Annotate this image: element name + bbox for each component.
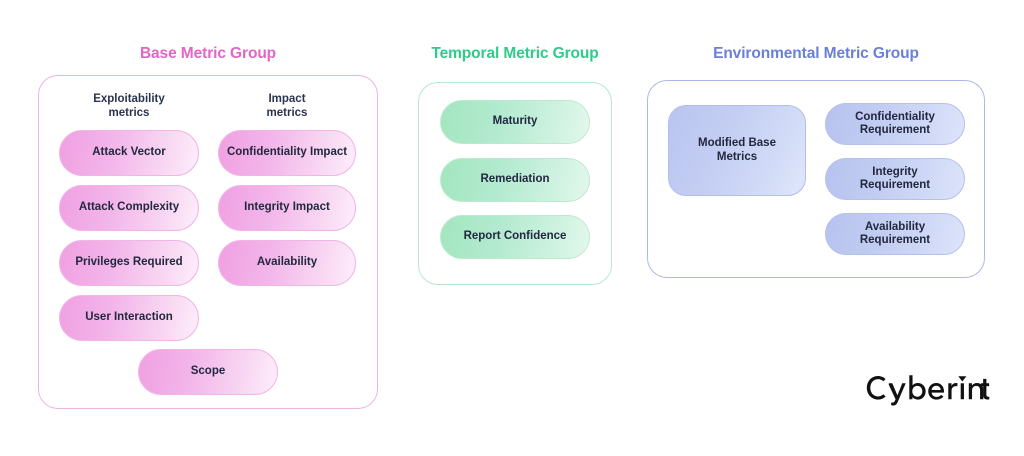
metric-privileges-required[interactable]: Privileges Required xyxy=(59,240,199,286)
metric-confidentiality-requirement[interactable]: Confidentiality Requirement xyxy=(825,103,965,145)
metric-availability-requirement[interactable]: Availability Requirement xyxy=(825,213,965,255)
cyberint-logo xyxy=(860,368,990,408)
metric-integrity-impact[interactable]: Integrity Impact xyxy=(218,185,356,231)
impact-metrics-header: Impact metrics xyxy=(266,93,308,119)
exploitability-metrics-header: Exploitability metrics xyxy=(93,93,165,119)
metric-modified-base-metrics[interactable]: Modified Base Metrics xyxy=(668,105,806,196)
environmental-metric-group-title: Environmental Metric Group xyxy=(713,45,919,62)
metric-integrity-requirement[interactable]: Integrity Requirement xyxy=(825,158,965,200)
metric-user-interaction[interactable]: User Interaction xyxy=(59,295,199,341)
metric-attack-complexity[interactable]: Attack Complexity xyxy=(59,185,199,231)
metric-maturity[interactable]: Maturity xyxy=(440,100,590,144)
metric-attack-vector[interactable]: Attack Vector xyxy=(59,130,199,176)
metric-scope[interactable]: Scope xyxy=(138,349,278,395)
metric-report-confidence[interactable]: Report Confidence xyxy=(440,215,590,259)
metric-confidentiality-impact[interactable]: Confidentiality Impact xyxy=(218,130,356,176)
base-metric-group-title: Base Metric Group xyxy=(139,45,277,62)
metric-remediation[interactable]: Remediation xyxy=(440,158,590,202)
temporal-metric-group-title: Temporal Metric Group xyxy=(431,45,599,62)
metric-availability[interactable]: Availability xyxy=(218,240,356,286)
